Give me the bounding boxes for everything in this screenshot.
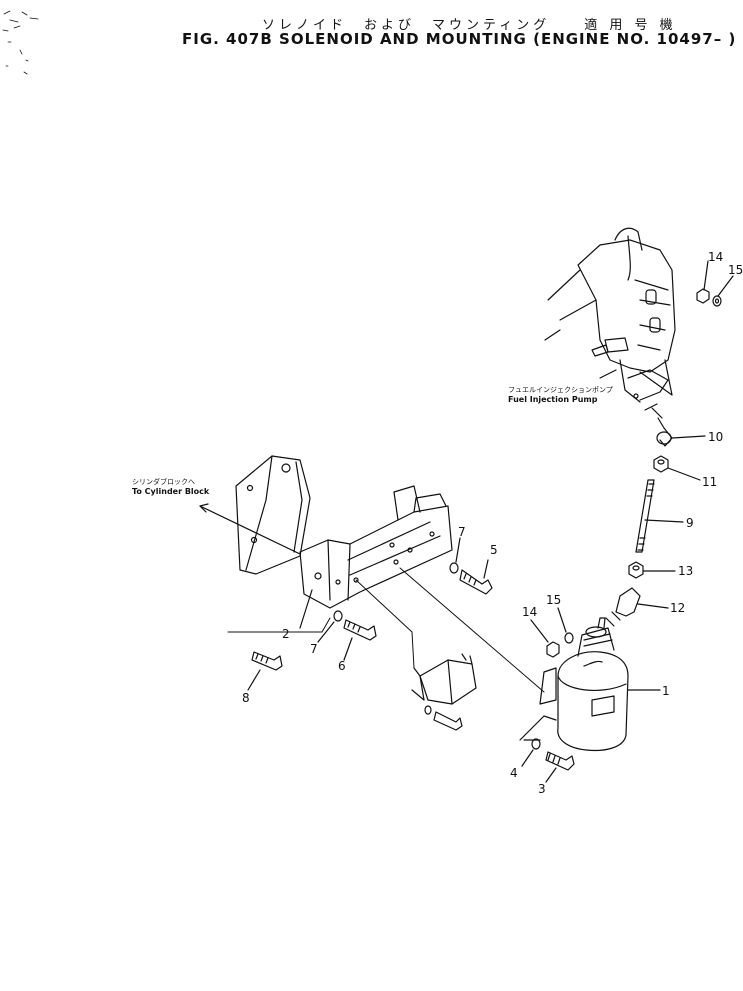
relay-switch <box>411 653 477 705</box>
bolt-6 <box>343 619 377 661</box>
elbow-joint-12 <box>605 587 669 627</box>
cylinder-block-label: シリンダブロックへ To Cylinder Block <box>132 478 209 496</box>
callout-14-top: 14 <box>708 250 723 264</box>
ball-joint-10 <box>644 403 706 447</box>
solenoid-1 <box>539 617 661 752</box>
nut-13 <box>628 561 676 579</box>
washer-7-left <box>317 610 343 643</box>
callout-1: 1 <box>662 684 670 698</box>
callout-14-lower: 14 <box>522 605 537 619</box>
bolt-8 <box>247 651 283 691</box>
callout-9: 9 <box>686 516 694 530</box>
callout-4: 4 <box>510 766 518 780</box>
fuel-pump-label-en: Fuel Injection Pump <box>508 395 598 404</box>
washer-15-lower <box>557 607 574 644</box>
callout-8: 8 <box>242 691 250 705</box>
nut-11 <box>653 455 701 481</box>
callout-labels: 1 2 3 4 5 6 7 7 8 9 10 11 12 13 14 14 15… <box>242 250 743 796</box>
main-bracket <box>299 485 453 629</box>
scan-speckle <box>2 10 39 75</box>
cylinder-block-label-jp: シリンダブロックへ <box>132 478 195 486</box>
callout-7-left: 7 <box>310 642 318 656</box>
callout-2: 2 <box>282 627 290 641</box>
fuel-pump-label: フュエルインジェクションポンプ Fuel Injection Pump <box>508 386 613 404</box>
callout-12: 12 <box>670 601 685 615</box>
fuel-pump-label-jp: フュエルインジェクションポンプ <box>508 386 613 394</box>
callout-3: 3 <box>538 782 546 796</box>
bolt-3 <box>545 751 575 783</box>
washer-15-top <box>712 295 722 307</box>
guide-line-solenoid <box>399 567 545 693</box>
rod-9 <box>635 479 684 553</box>
callout-11: 11 <box>702 475 717 489</box>
callout-15-top: 15 <box>728 263 743 277</box>
callout-6: 6 <box>338 659 346 673</box>
washer-7-right <box>449 537 461 574</box>
nut-14-lower <box>530 619 560 658</box>
guide-line-relay <box>355 579 415 669</box>
page-title-jp: ソレノイド および マウンティング 適 用 号 機 <box>262 18 677 33</box>
bolt-5 <box>459 559 493 595</box>
page-title: FIG. 407B SOLENOID AND MOUNTING (ENGINE … <box>182 30 737 48</box>
callout-10: 10 <box>708 430 723 444</box>
washer-4 <box>521 738 541 767</box>
nut-14-top <box>696 288 710 304</box>
callout-13: 13 <box>678 564 693 578</box>
cylinder-block-plate <box>235 455 311 575</box>
fuel-injection-pump <box>544 227 676 403</box>
cylinder-block-label-en: To Cylinder Block <box>132 487 210 496</box>
guide-line-bracket <box>227 617 331 633</box>
callout-15-lower: 15 <box>546 593 561 607</box>
callout-5: 5 <box>490 543 498 557</box>
cylinder-block-arrow <box>199 505 301 555</box>
relay-bolt <box>424 705 463 731</box>
callout-7-right: 7 <box>458 525 466 539</box>
